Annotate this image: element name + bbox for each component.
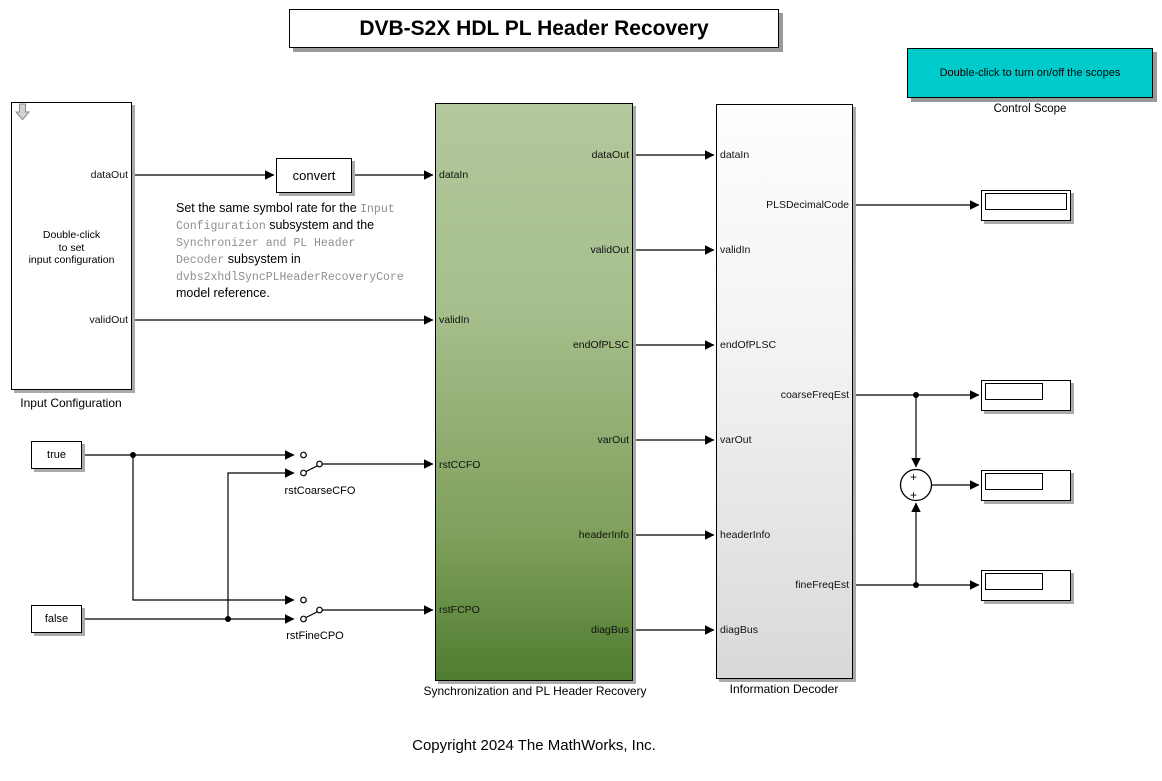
annotation-note: Set the same symbol rate for the Input C… [176,200,428,301]
constant-true-block[interactable]: true [31,441,82,469]
sync-plheader-recovery-block[interactable] [435,103,633,681]
port-label-diagBus: diagBus [591,624,629,636]
subsystem-dropdown-arrow-icon[interactable] [15,103,30,121]
port-label-fineFreqEst: fineFreqEst [795,579,849,591]
port-label-rstFCPO: rstFCPO [439,604,480,616]
copyright-text: Copyright 2024 The MathWorks, Inc. [412,737,656,754]
control-scope-block[interactable]: Double-click to turn on/off the scopes [907,48,1153,98]
input-configuration-body: Double-click to set input configuration [28,229,115,267]
display-finefreqest[interactable] [981,570,1071,601]
switch-fine-label: rstFineCPO [286,630,344,642]
manual-switch-rstCoarseCFO[interactable] [300,451,323,477]
information-decoder-label: Information Decoder [729,682,839,696]
annotation-code: Configuration [176,220,266,233]
sum-block[interactable]: + + [899,468,933,503]
port-label-PLSDecimalCode: PLSDecimalCode [766,199,849,211]
display-field [985,573,1043,590]
port-label-validOut: validOut [89,314,128,326]
convert-label: convert [292,168,336,183]
annotation-code: dvbs2xhdlSyncPLHeaderRecoveryCore [176,271,404,284]
display-field [985,193,1067,210]
display-plsdecimalcode[interactable] [981,190,1071,221]
annotation-code: Decoder [176,254,225,267]
port-label-headerInfo: headerInfo [720,529,771,541]
port-label-dataOut: dataOut [591,149,629,161]
port-label-coarseFreqEst: coarseFreqEst [780,389,849,401]
annotation-code: Input [360,203,395,216]
wire-false-to-coarse-switch[interactable] [227,468,295,619]
title-block: DVB-S2X HDL PL Header Recovery [289,9,779,48]
convert-block[interactable]: convert [276,158,352,193]
page-title: DVB-S2X HDL PL Header Recovery [359,16,709,40]
input-configuration-label: Input Configuration [20,396,122,410]
switch-coarse-label: rstCoarseCFO [284,485,356,497]
annotation-text: subsystem and the [265,218,375,232]
port-label-validIn: validIn [439,314,470,326]
port-label-endOfPLSC: endOfPLSC [572,339,629,351]
display-field [985,473,1043,490]
branch-dot[interactable] [225,616,231,622]
port-label-diagBus: diagBus [720,624,758,636]
sum-plus-top: + [910,470,917,484]
port-label-headerInfo: headerInfo [578,529,629,541]
wire-true-to-fine-switch[interactable] [132,455,295,605]
constant-false-label: false [44,613,69,625]
sum-plus-bottom: + [910,488,917,502]
port-label-endOfPLSC: endOfPLSC [720,339,777,351]
port-label-validIn: validIn [720,244,751,256]
sync-block-label: Synchronization and PL Header Recovery [423,684,647,698]
annotation-text: Set the same symbol rate for the [176,201,361,215]
port-label-dataOut: dataOut [90,169,128,181]
port-label-varOut: varOut [720,434,752,446]
annotation-text: subsystem in [224,252,301,266]
port-label-dataIn: dataIn [439,169,469,181]
port-label-validOut: validOut [590,244,629,256]
display-field [985,383,1043,400]
branch-dot[interactable] [130,452,136,458]
port-label-dataIn: dataIn [720,149,750,161]
annotation-text: model reference. [176,286,270,300]
manual-switch-rstFineCPO[interactable] [300,596,323,623]
display-sumfreqest[interactable] [981,470,1071,501]
display-coarsefreqest[interactable] [981,380,1071,411]
control-scope-text: Double-click to turn on/off the scopes [939,67,1121,79]
annotation-code: Synchronizer and PL Header [176,237,356,250]
input-configuration-block[interactable]: Double-click to set input configuration [11,102,132,390]
control-scope-label: Control Scope [993,103,1067,115]
port-label-varOut: varOut [597,434,629,446]
constant-false-block[interactable]: false [31,605,82,633]
information-decoder-block[interactable] [716,104,853,679]
constant-true-label: true [47,449,66,461]
port-label-rstCCFO: rstCCFO [439,459,481,471]
